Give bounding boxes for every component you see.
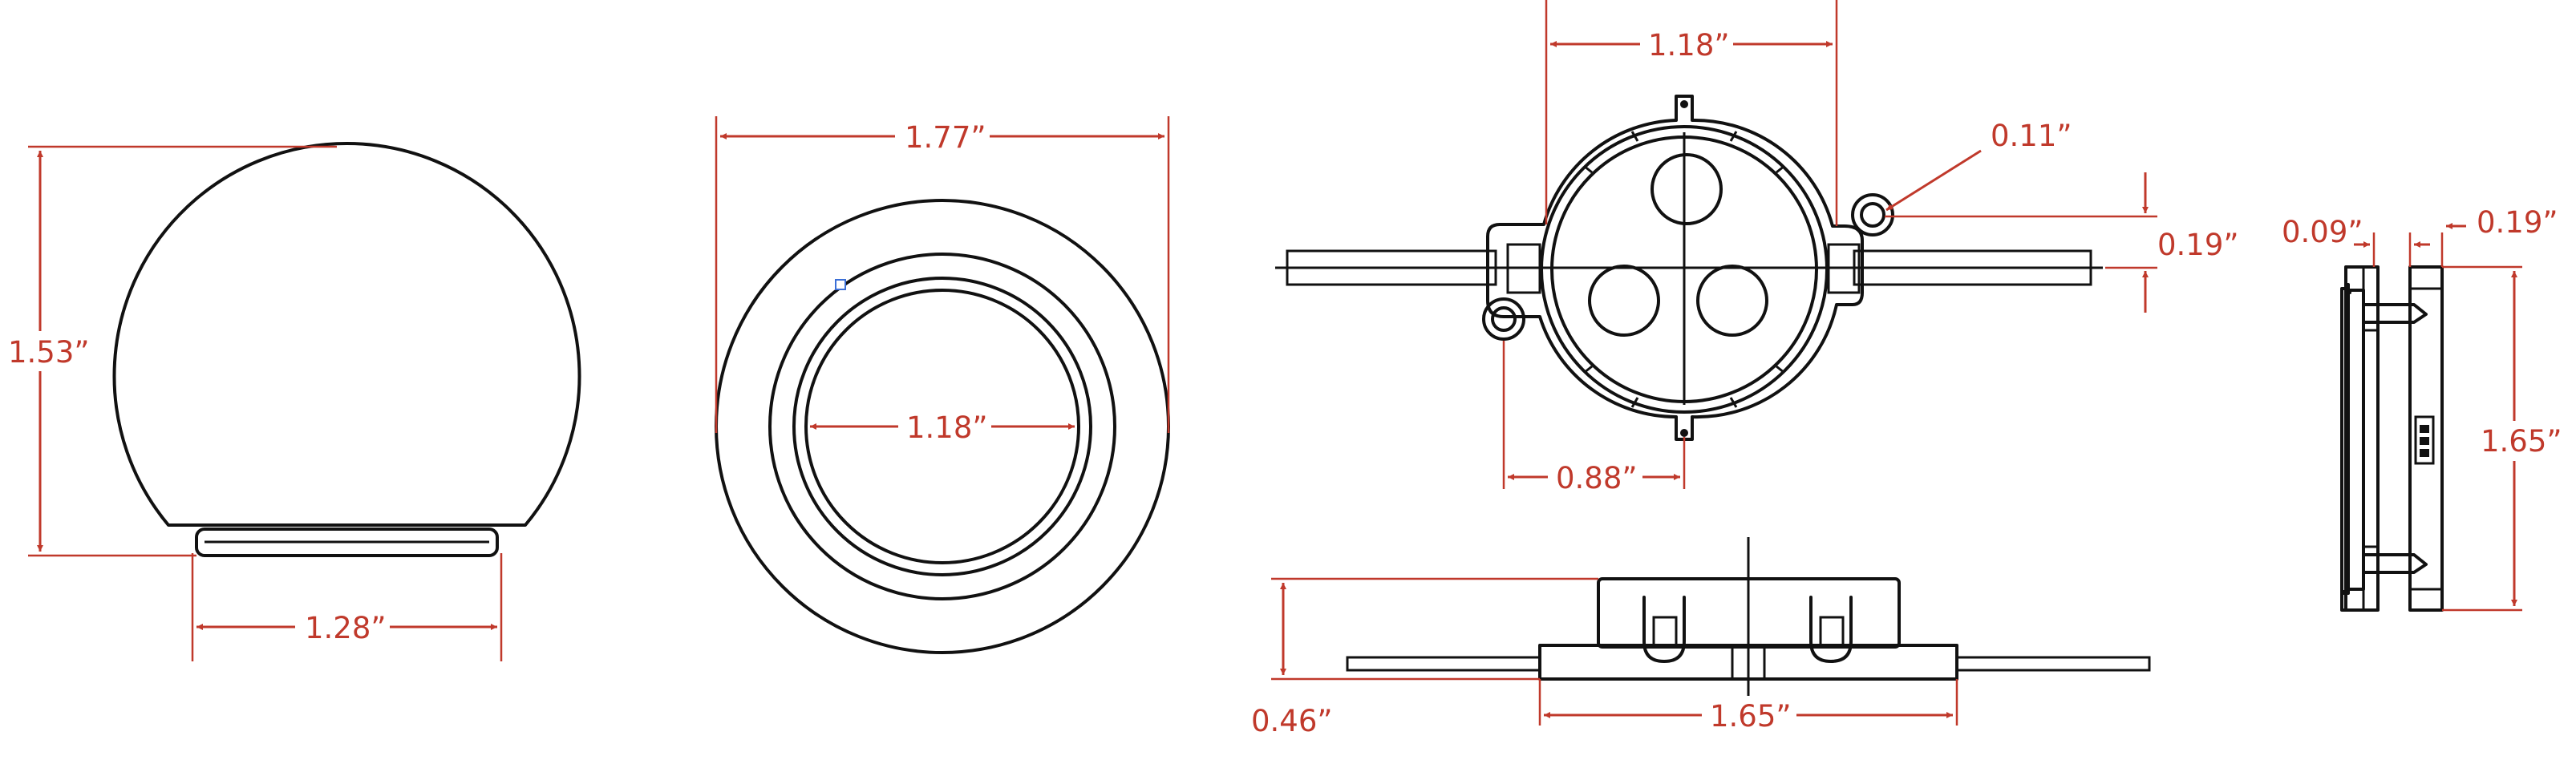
led-left	[1588, 265, 1660, 337]
label-cable-width: 0.19”	[2157, 228, 2239, 262]
front-led-left	[1642, 596, 1686, 663]
label-dome-base: 1.28”	[305, 611, 387, 645]
front-cable-left	[1346, 656, 1541, 672]
module-front-view: 0.46” 1.65”	[1251, 537, 2151, 738]
cap-top-view: 1.77” 1.18”	[715, 116, 1170, 654]
front-led-right	[1809, 596, 1853, 663]
mount-hole-left	[1491, 306, 1517, 332]
mount-ear-left	[1482, 297, 1525, 341]
cap-inner-core	[804, 289, 1080, 564]
label-side-height: 1.65”	[2481, 424, 2562, 459]
label-front-height: 0.46”	[1251, 704, 1333, 738]
module-side-view: 0.09” 0.19” 1.65”	[2282, 205, 2562, 612]
label-side-thickness-a: 0.09”	[2282, 215, 2363, 249]
dim-leader-hole	[1885, 149, 1982, 212]
module-top-view: 1.18” 0.11” 0.19” 0.88”	[1275, 0, 2239, 496]
label-cap-outer: 1.77”	[905, 120, 986, 155]
side-tab-bottom	[2362, 553, 2428, 574]
dome-outline	[112, 142, 581, 527]
label-hole: 0.11”	[1991, 119, 2072, 153]
dome-base-flange	[195, 527, 499, 557]
label-module-body: 1.18”	[1648, 28, 1730, 63]
label-cap-inner: 1.18”	[906, 410, 988, 445]
label-dome-height: 1.53”	[8, 335, 90, 370]
side-back-plate	[2408, 265, 2444, 612]
mount-hole-right	[1860, 202, 1885, 228]
side-connector	[2414, 415, 2435, 465]
label-hole-offset: 0.88”	[1556, 461, 1638, 495]
front-cable-right	[1955, 656, 2151, 672]
side-tab-top	[2362, 303, 2428, 324]
dome-side-view: 1.53” 1.28”	[2, 142, 581, 661]
label-front-width: 1.65”	[1710, 699, 1792, 734]
cap-middle-ring	[768, 253, 1116, 600]
label-side-thickness-b: 0.19”	[2477, 205, 2558, 240]
led-right	[1696, 265, 1768, 337]
mount-ear-right	[1851, 193, 1894, 236]
module-body-outer	[1540, 125, 1829, 414]
led-top	[1651, 153, 1723, 225]
cap-inner-ring	[792, 277, 1092, 576]
module-housing	[1486, 95, 1864, 441]
